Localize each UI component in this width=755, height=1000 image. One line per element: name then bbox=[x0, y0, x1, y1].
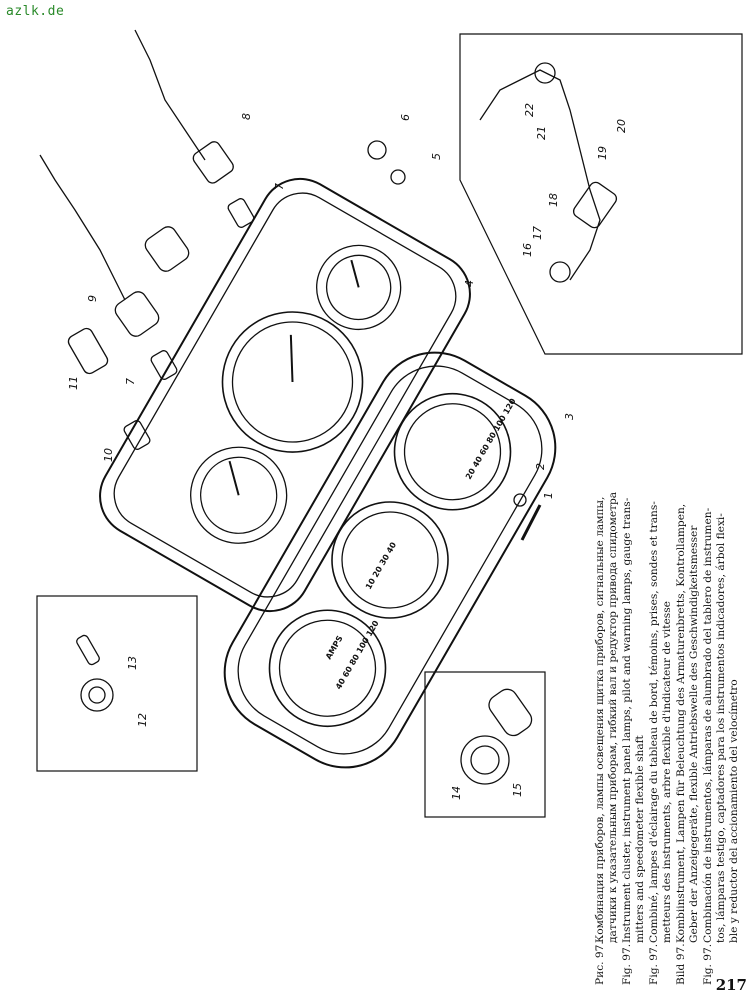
caption-ru-line-2: датчики к указательным приборам, гибкий … bbox=[607, 491, 619, 943]
inset-panel-lamp-socket bbox=[424, 671, 546, 818]
rpm-label-text: AMPS bbox=[324, 634, 345, 661]
caption-es-line-1: Combinación de instrumentos, lámparas de… bbox=[702, 507, 714, 943]
callout-22: 22 bbox=[523, 103, 536, 117]
callout-15: 15 bbox=[511, 783, 524, 797]
callout-16: 16 bbox=[521, 243, 534, 257]
callout-12: 12 bbox=[136, 713, 149, 727]
instrument-bezel bbox=[223, 351, 557, 769]
caption-en-line-2: mitters and speedometer flexible shaft bbox=[634, 734, 646, 943]
caption-fr-line-1: Combiné, lampes d'éclairage du tableau d… bbox=[648, 501, 660, 943]
page-number: 217 bbox=[715, 976, 747, 994]
callout-3: 3 bbox=[563, 413, 576, 420]
callout-17: 17 bbox=[531, 226, 544, 240]
wire-lamp-9 bbox=[39, 154, 126, 301]
callout-13: 13 bbox=[126, 656, 139, 670]
callout-5: 5 bbox=[430, 153, 443, 160]
caption-es-line-3: ble y reductor del accionamiento del vel… bbox=[728, 679, 740, 943]
callout-19: 19 bbox=[596, 146, 609, 160]
wire-lamp-8 bbox=[134, 29, 206, 161]
caption-en-label: Fig. 97. bbox=[621, 944, 633, 985]
caption-es-line-2: tos, lámparas testigo, captadores para l… bbox=[715, 513, 727, 943]
caption-de-label: Bild 97. bbox=[675, 943, 687, 985]
inset-panel-flexible-shaft bbox=[459, 33, 743, 355]
callout-20: 20 bbox=[615, 119, 628, 133]
callout-labels: 1 2 3 4 5 6 7 7 8 9 10 11 12 13 14 15 16… bbox=[67, 103, 628, 800]
callout-6: 6 bbox=[399, 114, 412, 121]
callout-4: 4 bbox=[463, 280, 476, 287]
callout-1: 1 bbox=[542, 492, 555, 499]
caption-ru-line-1: Комбинация приборов, лампы освещения щит… bbox=[594, 497, 606, 943]
figure-captions: Рис. 97. Комбинация приборов, лампы осве… bbox=[594, 491, 740, 985]
inset-panel-sensors bbox=[36, 595, 198, 772]
callout-21: 21 bbox=[535, 126, 548, 140]
callout-7b: 7 bbox=[124, 378, 137, 385]
caption-fr: Fig. 97. Combiné, lampes d'éclairage du … bbox=[648, 501, 673, 985]
gauge-dial-texts: 20 40 60 80 100 120 40 60 80 100 120 10 … bbox=[324, 397, 518, 691]
caption-de-line-1: Kombiinstrument, Lampen für Beleuchtung … bbox=[675, 504, 687, 943]
callout-7a: 7 bbox=[273, 183, 286, 190]
caption-es: Fig. 97. Combinación de instrumentos, lá… bbox=[702, 507, 740, 985]
caption-de: Bild 97. Kombiinstrument, Lampen für Bel… bbox=[675, 504, 700, 985]
callout-10: 10 bbox=[102, 448, 115, 462]
tacho-scale-text: 10 20 30 40 bbox=[364, 540, 398, 591]
caption-en-line-1: Instrument cluster, instrument panel lam… bbox=[621, 497, 633, 943]
caption-es-label: Fig. 97. bbox=[702, 944, 714, 985]
callout-9: 9 bbox=[86, 295, 99, 302]
caption-de-line-2: Geber der Anzeigegeräte, flexible Antrie… bbox=[688, 525, 700, 943]
caption-fr-label: Fig. 97. bbox=[648, 944, 660, 985]
caption-ru-label: Рис. 97. bbox=[594, 941, 606, 985]
callout-2: 2 bbox=[534, 463, 547, 470]
callout-11: 11 bbox=[67, 376, 80, 390]
callout-14: 14 bbox=[450, 786, 463, 800]
caption-en: Fig. 97. Instrument cluster, instrument … bbox=[621, 497, 646, 985]
instrument-cluster-housing bbox=[99, 177, 471, 613]
caption-fr-line-2: metteurs des instruments, arbre flexible… bbox=[661, 601, 673, 943]
site-watermark: azlk.de bbox=[6, 4, 65, 19]
caption-ru: Рис. 97. Комбинация приборов, лампы осве… bbox=[594, 491, 619, 985]
callout-8: 8 bbox=[240, 113, 253, 120]
callout-18: 18 bbox=[547, 193, 560, 207]
